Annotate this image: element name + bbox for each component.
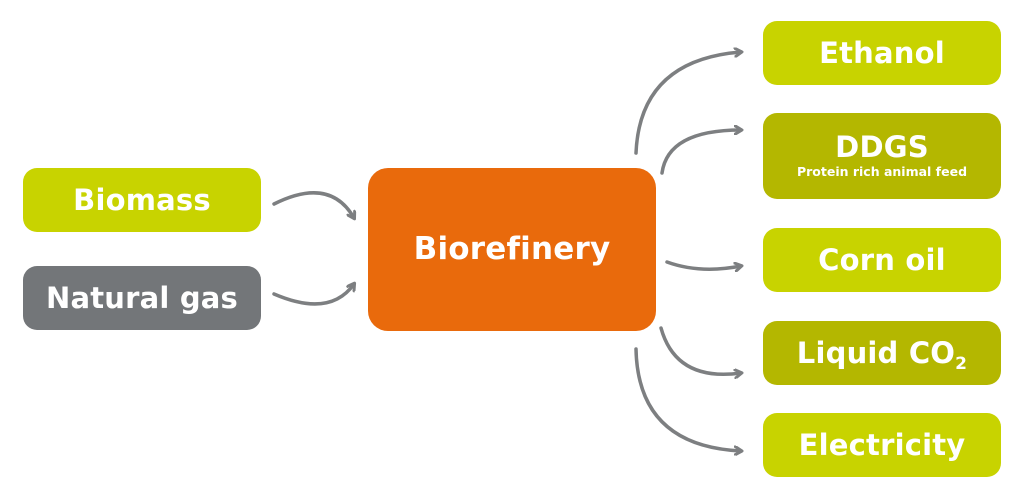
corn-oil-box: Corn oil — [763, 228, 1001, 292]
biorefinery-label: Biorefinery — [413, 231, 611, 267]
corn-oil-label: Corn oil — [818, 242, 946, 277]
arrow-to-corn-oil — [665, 260, 741, 269]
liquid-co2-box: Liquid CO2 — [763, 321, 1001, 385]
electricity-label: Electricity — [798, 427, 966, 462]
arrow-to-ethanol — [634, 52, 741, 155]
arrow-naturalgas-to-biorefinery — [272, 284, 354, 306]
liquid-co2-main-text: Liquid CO — [796, 335, 956, 370]
ethanol-box: Ethanol — [763, 21, 1001, 85]
ddgs-box: DDGS Protein rich animal feed — [763, 113, 1001, 199]
ethanol-label: Ethanol — [819, 35, 945, 70]
electricity-box: Electricity — [763, 413, 1001, 477]
arrow-to-ddgs — [660, 130, 741, 175]
ddgs-sublabel: Protein rich animal feed — [796, 164, 968, 180]
biorefinery-box: Biorefinery — [368, 168, 656, 331]
co2-subscript: 2 — [955, 353, 968, 374]
arrow-to-electricity — [634, 347, 741, 451]
natural-gas-label: Natural gas — [45, 280, 239, 315]
arrow-biomass-to-biorefinery — [272, 191, 354, 218]
liquid-co2-label: Liquid CO2 — [796, 335, 967, 372]
natural-gas-box: Natural gas — [23, 266, 261, 330]
biomass-label: Biomass — [73, 182, 211, 217]
biomass-box: Biomass — [23, 168, 261, 232]
arrow-to-liquid-co2 — [659, 326, 741, 374]
ddgs-label: DDGS — [835, 130, 929, 165]
